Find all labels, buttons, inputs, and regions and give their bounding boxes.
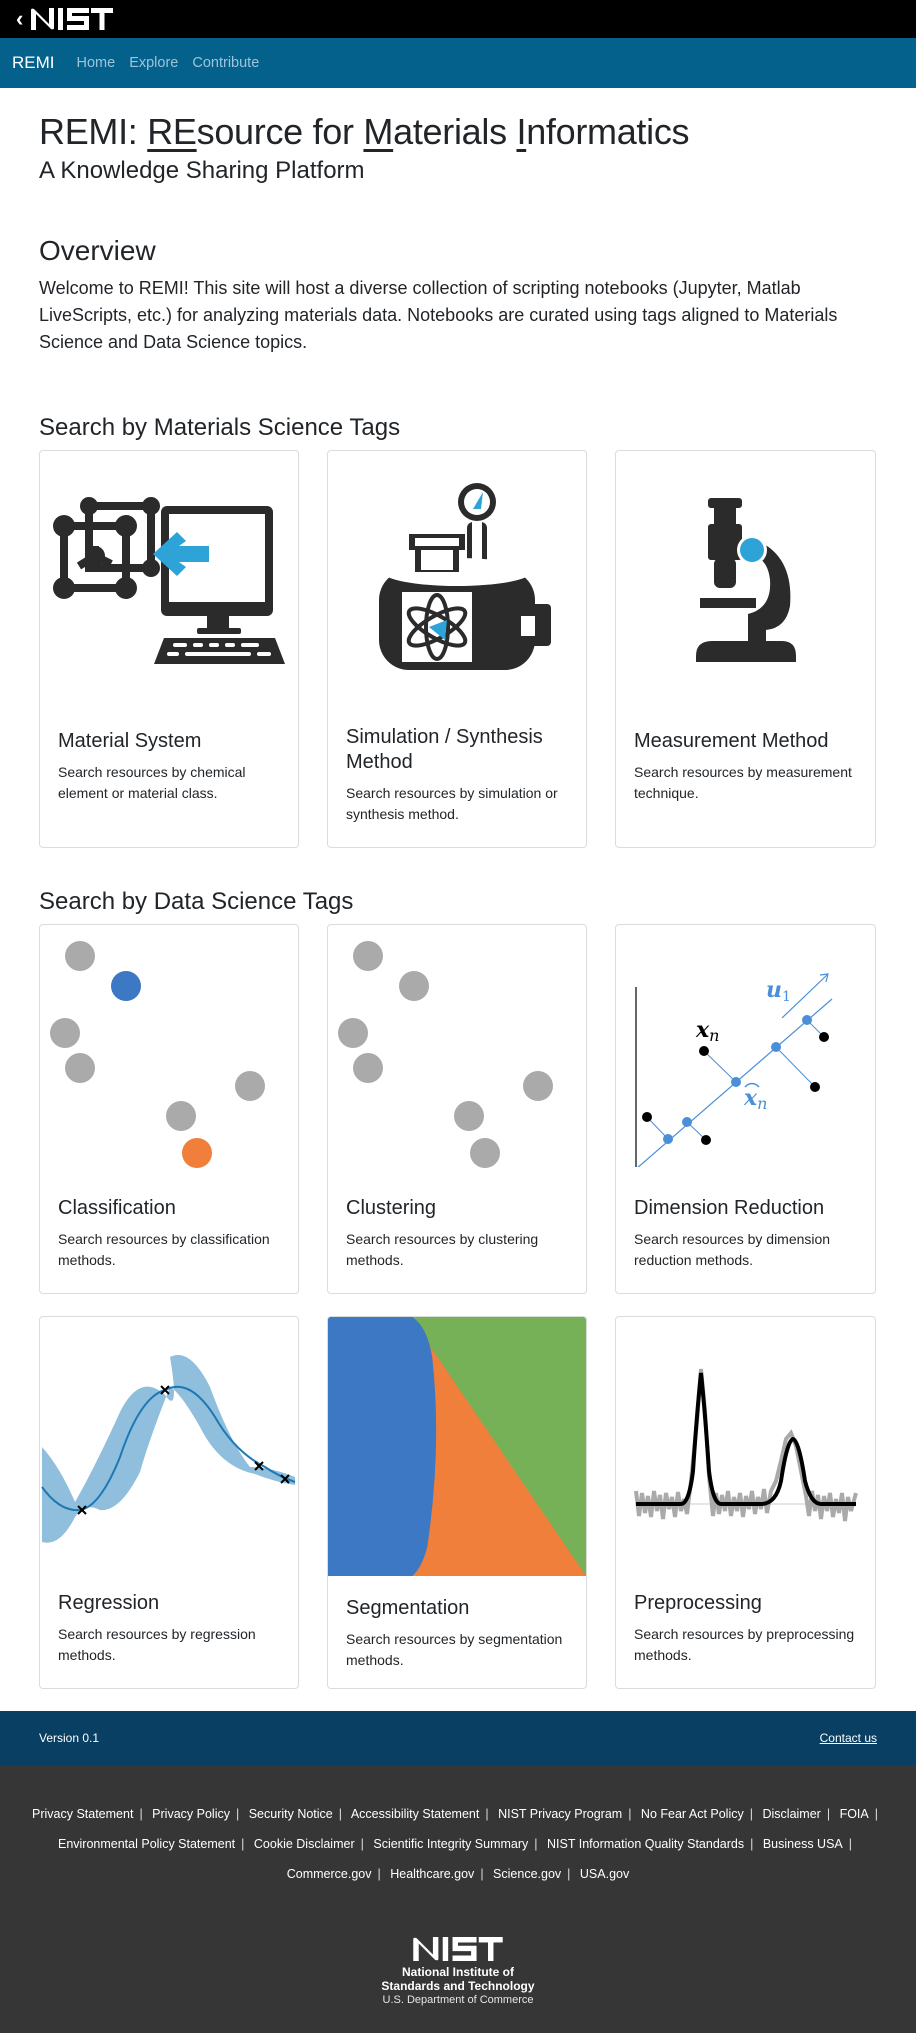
footer-link[interactable]: Disclaimer — [762, 1807, 821, 1822]
card-title: Simulation / Synthesis Method — [346, 726, 543, 774]
card-text: Search resources by classification metho… — [58, 1231, 270, 1269]
gaussian-process-icon — [40, 1317, 298, 1583]
card-text: Search resources by chemical element or … — [58, 764, 246, 802]
materials-section-heading: Search by Materials Science Tags — [39, 414, 401, 442]
main-navbar: REMI Home Explore Contribute — [0, 38, 916, 88]
footer-links-row-1: Privacy Statement| Privacy Policy| Secur… — [32, 1807, 878, 1822]
datasci-section-heading: Search by Data Science Tags — [39, 888, 354, 916]
card-text: Search resources by segmentation methods… — [346, 1631, 563, 1669]
clustering-scatter-icon — [328, 925, 586, 1188]
card-title: Dimension Reduction — [634, 1197, 825, 1220]
main-content: REMI: REsource for Materials Informatics… — [0, 110, 916, 1690]
footer-link[interactable]: Security Notice — [248, 1807, 333, 1822]
card-measurement-method[interactable]: Measurement Method Search resources by m… — [615, 450, 876, 849]
crystal-lattice-computer-icon — [40, 451, 298, 711]
card-text: Search resources by clustering methods. — [346, 1231, 539, 1269]
footer-link[interactable]: Privacy Policy — [152, 1807, 230, 1822]
microscope-icon — [616, 451, 875, 711]
card-clustering[interactable]: Clustering Search resources by clusterin… — [327, 924, 587, 1295]
card-regression[interactable]: Regression Search resources by regressio… — [39, 1316, 299, 1690]
footer-link[interactable]: Commerce.gov — [286, 1867, 372, 1882]
card-title: Measurement Method — [634, 730, 829, 753]
card-simulation-synthesis[interactable]: Simulation / Synthesis Method Search res… — [327, 450, 587, 849]
page-subtitle: A Knowledge Sharing Platform — [39, 157, 365, 185]
card-title: Preprocessing — [634, 1592, 762, 1615]
footer-link[interactable]: Accessibility Statement — [350, 1807, 480, 1822]
overview-heading: Overview — [39, 235, 156, 267]
brand-link[interactable]: REMI — [12, 53, 55, 72]
nav-contribute[interactable]: Contribute — [192, 55, 260, 71]
footer-links-row-3: Commerce.gov| Healthcare.gov| Science.go… — [286, 1867, 630, 1882]
card-title: Segmentation — [346, 1597, 470, 1620]
footer-link[interactable]: NIST Privacy Program — [498, 1807, 623, 1822]
card-segmentation[interactable]: Segmentation Search resources by segment… — [327, 1316, 587, 1690]
footer-bottom: Privacy Statement| Privacy Policy| Secur… — [0, 1765, 916, 2034]
reactor-vessel-icon — [328, 451, 586, 707]
card-title: Regression — [58, 1592, 160, 1615]
segmentation-regions-icon — [328, 1317, 586, 1577]
page-title: REMI: REsource for Materials Informatics — [39, 111, 690, 152]
card-material-system[interactable]: Material System Search resources by chem… — [39, 450, 299, 849]
org-name-line-3: U.S. Department of Commerce — [382, 1994, 534, 2007]
footer-link[interactable]: Privacy Statement — [32, 1807, 134, 1822]
nist-logo-icon — [413, 1937, 503, 1962]
svg-text:u1: u1 — [766, 977, 791, 1005]
card-text: Search resources by dimension reduction … — [634, 1231, 831, 1269]
footer-link[interactable]: Scientific Integrity Summary — [373, 1837, 529, 1852]
svg-text:xn: xn — [695, 1017, 719, 1045]
card-title: Classification — [58, 1197, 176, 1220]
card-preprocessing[interactable]: Preprocessing Search resources by prepro… — [615, 1316, 876, 1690]
org-name-line-1: National Institute of — [402, 1965, 514, 1980]
card-title: Clustering — [346, 1197, 437, 1220]
org-name-line-2: Standards and Technology — [381, 1979, 535, 1994]
footer-link[interactable]: No Fear Act Policy — [640, 1807, 744, 1822]
signal-peaks-icon — [616, 1317, 875, 1585]
footer-link[interactable]: Science.gov — [493, 1867, 562, 1882]
footer-link[interactable]: FOIA — [839, 1807, 869, 1822]
nav-explore[interactable]: Explore — [129, 55, 179, 71]
card-dimension-reduction[interactable]: u1 xn xn Dimension Reduction Search reso… — [615, 924, 876, 1295]
card-text: Search resources by simulation or synthe… — [346, 785, 558, 823]
pca-projection-icon: u1 xn xn — [616, 925, 875, 1188]
footer-link[interactable]: NIST Information Quality Standards — [547, 1837, 745, 1852]
footer-link[interactable]: Business USA — [762, 1837, 843, 1852]
footer-link[interactable]: Environmental Policy Statement — [57, 1837, 236, 1852]
card-classification[interactable]: Classification Search resources by class… — [39, 924, 299, 1295]
chevron-left-icon[interactable]: ‹ — [16, 6, 24, 31]
version-label: Version 0.1 — [39, 1731, 100, 1746]
card-text: Search resources by measurement techniqu… — [634, 764, 852, 802]
materials-cards: Material System Search resources by chem… — [39, 450, 877, 849]
footer-top: Version 0.1 Contact us — [0, 1711, 916, 1766]
footer-link[interactable]: Healthcare.gov — [390, 1867, 475, 1882]
nist-footer-logo[interactable]: National Institute of Standards and Tech… — [0, 1937, 916, 2007]
classification-scatter-icon — [40, 925, 298, 1188]
datasci-cards: Classification Search resources by class… — [39, 924, 877, 1690]
svg-text:xn: xn — [743, 1085, 767, 1113]
card-text: Search resources by preprocessing method… — [634, 1626, 855, 1664]
card-title: Material System — [58, 730, 202, 753]
footer-links-row-2: Environmental Policy Statement| Cookie D… — [57, 1837, 852, 1852]
nist-logo[interactable] — [31, 8, 114, 30]
nist-top-bar: ‹ — [0, 0, 916, 38]
overview-text: Welcome to REMI! This site will host a d… — [39, 278, 838, 353]
contact-us-link[interactable]: Contact us — [819, 1731, 877, 1746]
footer-link[interactable]: USA.gov — [579, 1867, 630, 1882]
card-text: Search resources by regression methods. — [58, 1626, 256, 1664]
nav-home[interactable]: Home — [76, 55, 116, 71]
footer-link[interactable]: Cookie Disclaimer — [253, 1837, 355, 1852]
